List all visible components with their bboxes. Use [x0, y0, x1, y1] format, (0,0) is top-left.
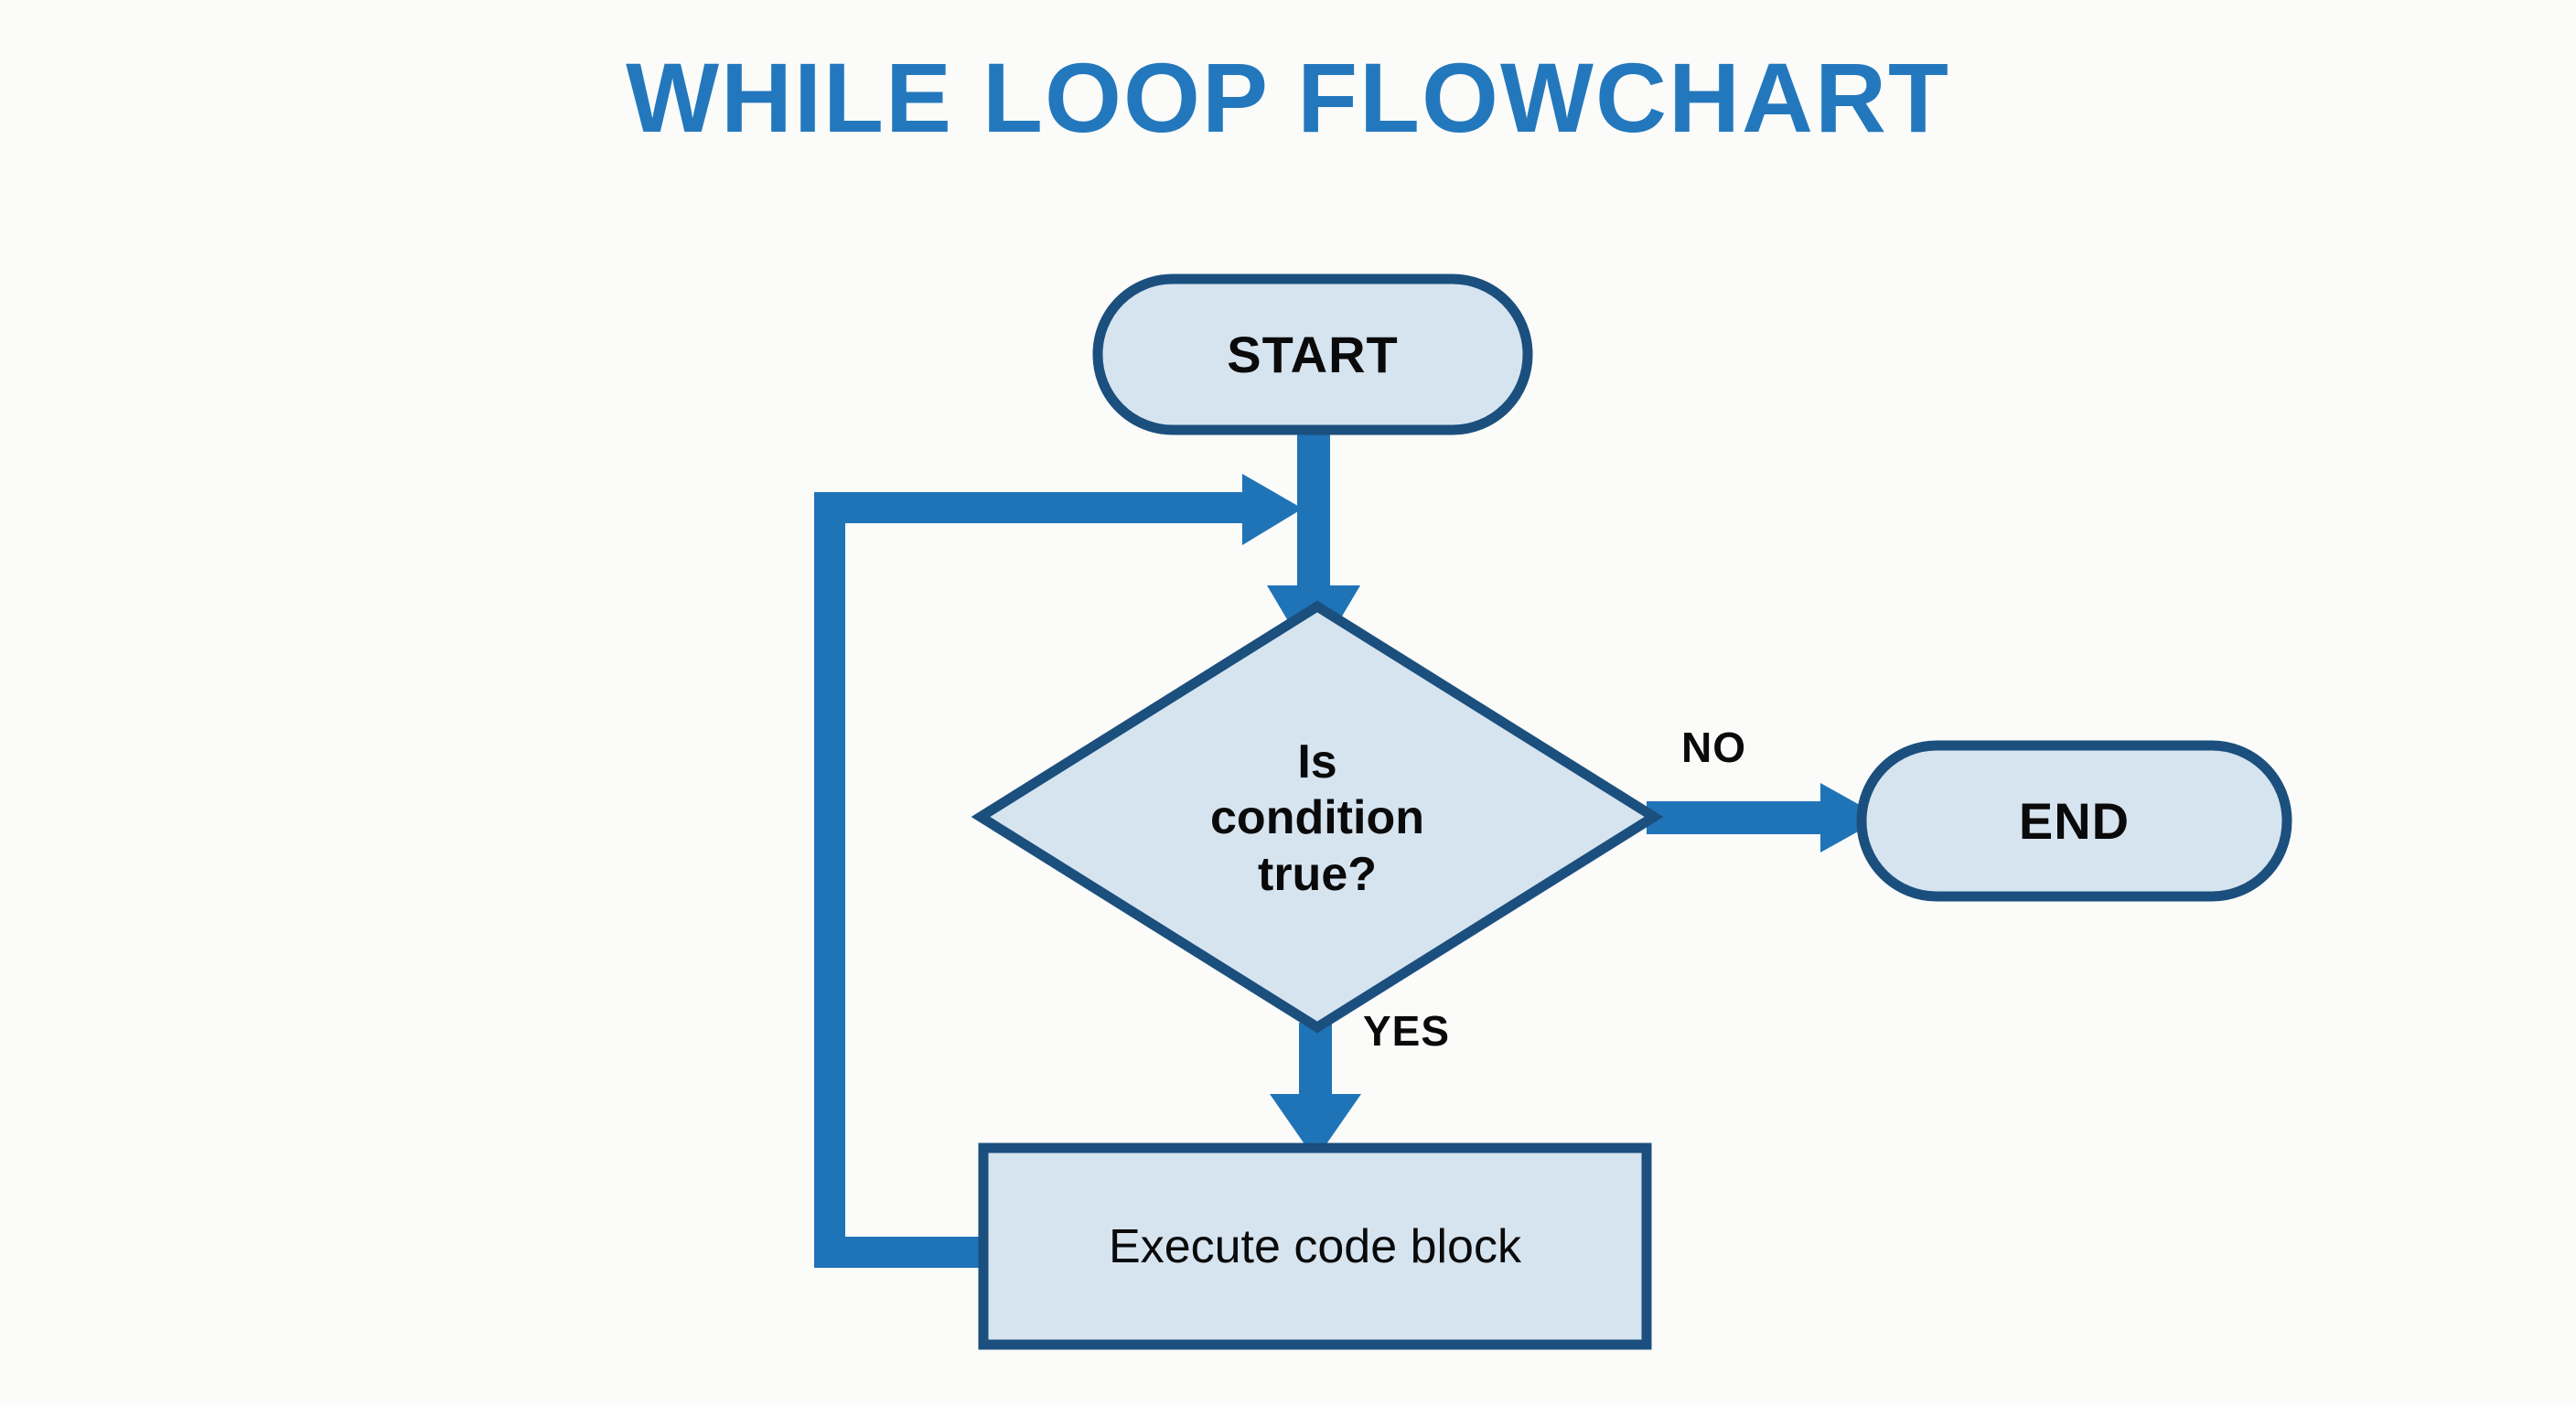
node-process-shape[interactable]	[978, 1142, 1652, 1350]
edge-process-loop-back	[814, 474, 1303, 1268]
page-title: WHILE LOOP FLOWCHART	[626, 42, 1950, 153]
node-start-shape[interactable]	[1092, 273, 1533, 435]
node-end-shape[interactable]	[1856, 740, 2292, 902]
edge-decision-to-process	[1270, 1023, 1361, 1160]
node-decision-shape[interactable]	[971, 600, 1664, 1034]
edge-decision-to-end	[1647, 783, 1883, 853]
